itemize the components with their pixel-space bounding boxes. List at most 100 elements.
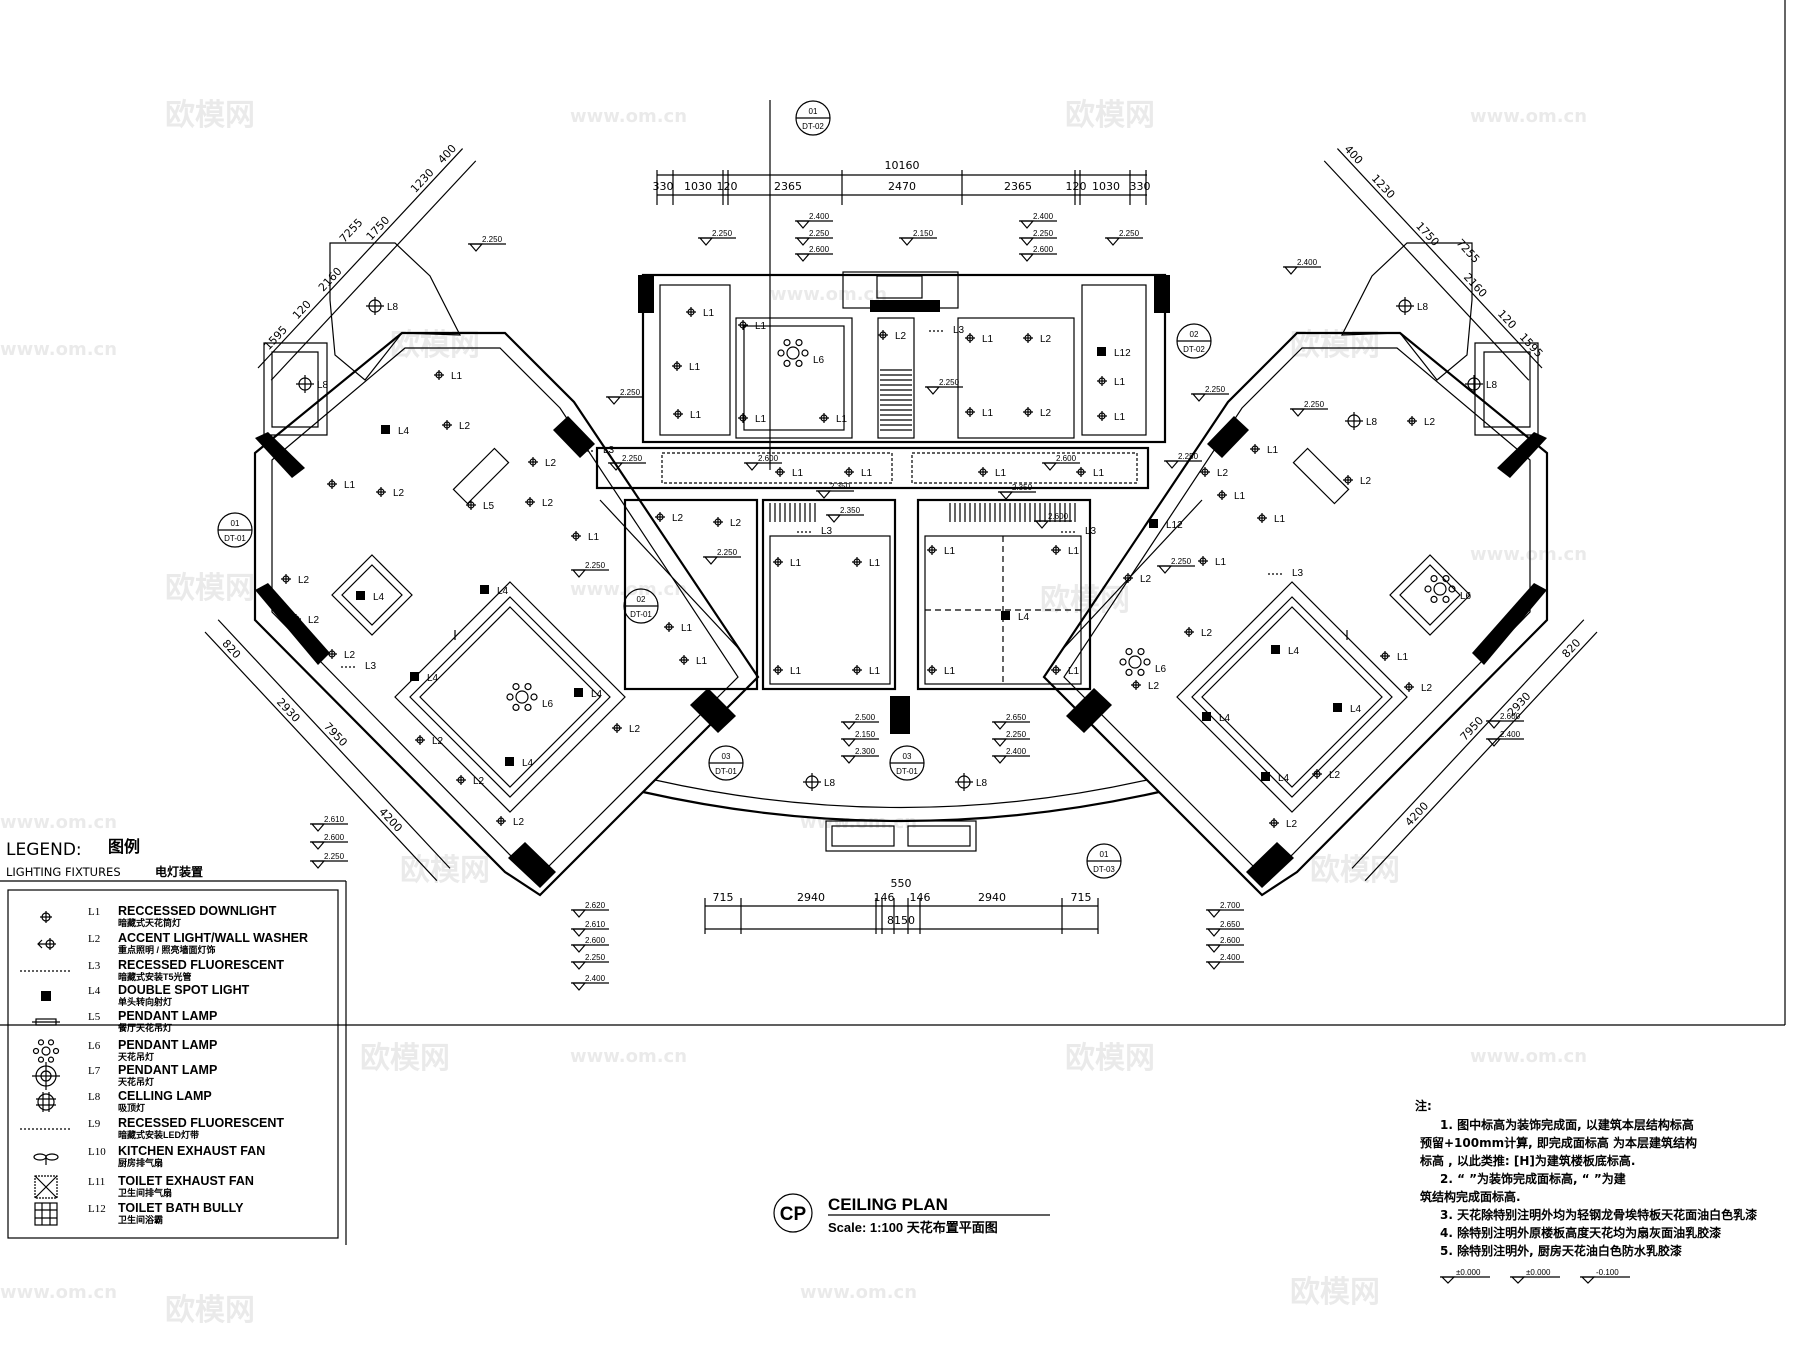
fixture-l2: L2 [442, 420, 471, 432]
crosshair-icon [415, 735, 425, 745]
fixture-code: L2 [1329, 770, 1341, 781]
fixture-l6: L6 [1119, 648, 1167, 676]
crosshair-icon [775, 467, 785, 477]
crosshair-icon [1217, 490, 1227, 500]
fixture-l2: L2 [1023, 407, 1052, 419]
elevation-value: 2.400 [1220, 953, 1241, 962]
fixture-code: L3 [821, 526, 833, 537]
crosshair-icon [1312, 769, 1322, 779]
elevation-triangle-icon [1019, 237, 1035, 246]
fixture-l1: L1 [327, 479, 356, 491]
spot-light-icon [41, 991, 51, 1001]
fixture-code: L1 [1068, 546, 1080, 557]
fixture-code: L8 [1366, 417, 1378, 428]
fixture-code: L2 [1201, 628, 1213, 639]
spot-light-icon [1333, 703, 1342, 712]
fan-icon [33, 1153, 59, 1165]
spot-light-icon [410, 672, 419, 681]
fixture-l1: L1 [852, 557, 881, 569]
fixture-code: L2 [473, 776, 485, 787]
chandelier-arm-icon [783, 339, 791, 347]
crosshair-icon [655, 512, 665, 522]
section-ref: DT-01 [896, 767, 918, 776]
elevation-triangle-icon [992, 755, 1008, 764]
fixture-code: L6 [542, 699, 554, 710]
dim-diag: 120 [1495, 307, 1519, 331]
fixture-code: L3 [1085, 526, 1097, 537]
crosshair-icon [496, 816, 506, 826]
crosshair-icon [1200, 467, 1210, 477]
fixture-l1: L1 [1380, 651, 1409, 663]
elevation-tags: 2.2502.2502.4002.2502.6002.1502.4002.250… [310, 212, 1524, 991]
note-line: 5. 除特别注明外, 厨房天花油白色防水乳胶漆 [1440, 1243, 1682, 1258]
fixture-l1: L1 [775, 467, 804, 479]
dim-top: 120 [717, 180, 738, 193]
crosshair-icon [327, 649, 337, 659]
crosshair-icon [773, 557, 783, 567]
legend-name-cn: 天花吊灯 [118, 1051, 154, 1062]
fixture-l2: L2 [1407, 416, 1436, 428]
fixture-l12: L12 [1149, 519, 1183, 531]
dim-bottom-total: 8150 [887, 914, 915, 927]
watermark-brand: 欧模网 [1290, 1275, 1380, 1310]
watermark-brand: 欧模网 [360, 1041, 450, 1076]
chandelier-arm-icon [524, 703, 532, 711]
fixture-code: L12 [1114, 348, 1131, 359]
note-line: 3. 天花除特别注明外均为轻钢龙骨埃特板天花面油白色乳漆 [1440, 1207, 1757, 1222]
dim-bottom: 146 [910, 891, 931, 904]
fixture-l8: L8 [955, 773, 988, 791]
crosshair-icon [291, 614, 301, 624]
fixture-l2: L2 [1123, 573, 1152, 585]
watermark-brand: 欧模网 [165, 1293, 255, 1328]
elevation-triangle-icon [698, 237, 714, 246]
section-number: 01 [231, 519, 240, 528]
crosshair-icon [281, 574, 291, 584]
fixture-code: L6 [813, 355, 825, 366]
spot-light-icon [1001, 611, 1010, 620]
legend-name-cn: 天花吊灯 [118, 1076, 154, 1087]
chandelier-arm-icon [524, 683, 532, 691]
section-number: 01 [809, 107, 818, 116]
fixture-l4: L4 [1261, 772, 1290, 784]
elevation-triangle-icon [1157, 565, 1173, 574]
fixture-code: L2 [730, 518, 742, 529]
elevation-value: 2.250 [585, 953, 606, 962]
fixture-code: L1 [869, 558, 881, 569]
fixture-code: L1 [861, 468, 873, 479]
fixture-l1: L1 [773, 665, 802, 677]
crosshair-icon [1407, 416, 1417, 426]
fixture-code: L1 [1267, 445, 1279, 456]
watermark-url: www.om.cn [1470, 106, 1587, 127]
crosshair-icon [1051, 665, 1061, 675]
crosshair-icon [1250, 444, 1260, 454]
fixture-l1: L1 [1051, 665, 1080, 677]
fixture-l6: L6 [777, 339, 825, 367]
crosshair-icon [1396, 297, 1414, 315]
elevation-triangle-icon [1290, 408, 1306, 417]
elevation-tag: 2.400 [992, 747, 1030, 764]
note-line: 筑结构完成面标高. [1420, 1189, 1521, 1204]
elevation-value: 2.600 [758, 454, 779, 463]
fixture-l2: L2 [878, 330, 907, 342]
note-line: 2. “ ”为装饰完成面标高, “ ”为建 [1440, 1171, 1627, 1186]
elevation-triangle-icon [795, 220, 811, 229]
elevation-value: 2.250 [324, 852, 345, 861]
elevation-value: 2.700 [1220, 901, 1241, 910]
spot-light-icon [480, 585, 489, 594]
fixture-l1: L1 [1198, 556, 1227, 568]
elevation-triangle-icon [841, 721, 857, 730]
fixture-l4: L4 [356, 591, 385, 603]
section-ref: DT-01 [715, 767, 737, 776]
chandelier-arm-icon [1143, 658, 1151, 666]
fixture-code: L1 [790, 666, 802, 677]
elevation-triangle-icon [571, 961, 587, 970]
legend-name-cn: 卫生间排气扇 [118, 1187, 172, 1198]
crosshair-icon [434, 370, 444, 380]
elevation-value: 2.620 [585, 901, 606, 910]
crosshair-icon [803, 773, 821, 791]
note-elevation-mark: ±0.000 [1510, 1268, 1560, 1284]
fixture-l2: L2 [525, 497, 554, 509]
fixture-l4: L4 [1001, 611, 1030, 623]
